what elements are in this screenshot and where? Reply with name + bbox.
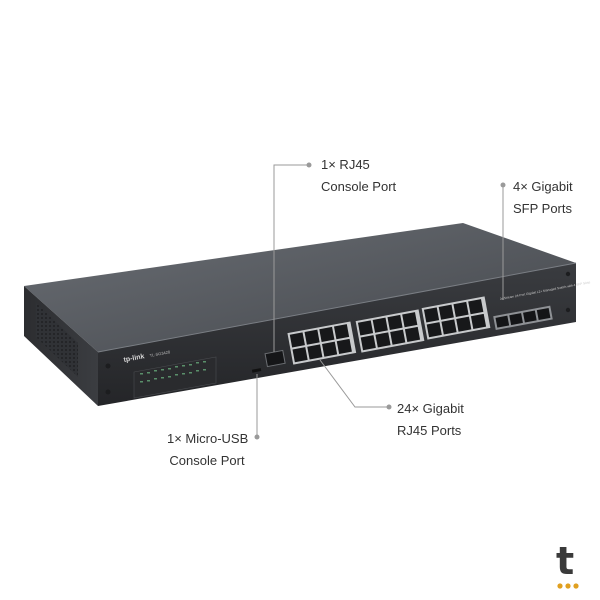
watermark-dot [565,583,571,589]
callout-gig-line1: 24× Gigabit [397,401,464,416]
watermark-logo: t [556,540,579,589]
callout-sfp-line1: 4× Gigabit [513,179,573,194]
rack-screw [565,271,571,277]
callout-micro-usb-console-port: 1× Micro-USB Console Port [167,428,249,472]
callout-usb-line2: Console Port [169,453,245,468]
rack-screw [565,307,571,313]
brand-logo: tp-link [123,353,145,364]
rj45-console-port [264,349,286,368]
callout-gigabit-rj45-ports: 24× Gigabit RJ45 Ports [397,398,464,442]
callout-rj45-line2: Console Port [321,179,397,194]
leader-gigabit [319,359,389,408]
callout-lines [254,162,506,440]
micro-usb-port [251,368,262,373]
callout-gig-line2: RJ45 Ports [397,423,462,438]
callout-sfp-ports: 4× Gigabit SFP Ports [513,176,573,220]
callout-rj45-line1: 1× RJ45 [321,157,370,172]
switch-top-surface [24,223,576,352]
gigabit-port-group-3 [421,296,491,340]
watermark-dot [573,583,579,589]
callout-usb-line1: 1× Micro-USB [167,431,249,446]
gigabit-port-group-1 [287,321,357,365]
model-label: TL-SG3428 [149,349,171,358]
side-vent [36,303,78,377]
callout-sfp-line2: SFP Ports [513,201,573,216]
gigabit-port-group-2 [355,309,425,353]
led-indicator-panel [133,356,217,399]
sfp-port-group [493,305,553,330]
leader-rj45-console [273,164,309,352]
rack-screw [105,389,111,395]
callout-rj45-console-port: 1× RJ45 Console Port [321,154,396,198]
rack-screw [105,363,111,369]
network-switch: tp-link TL-SG3428 [24,223,591,406]
watermark-letter: t [556,540,574,583]
watermark-dot [557,583,563,589]
